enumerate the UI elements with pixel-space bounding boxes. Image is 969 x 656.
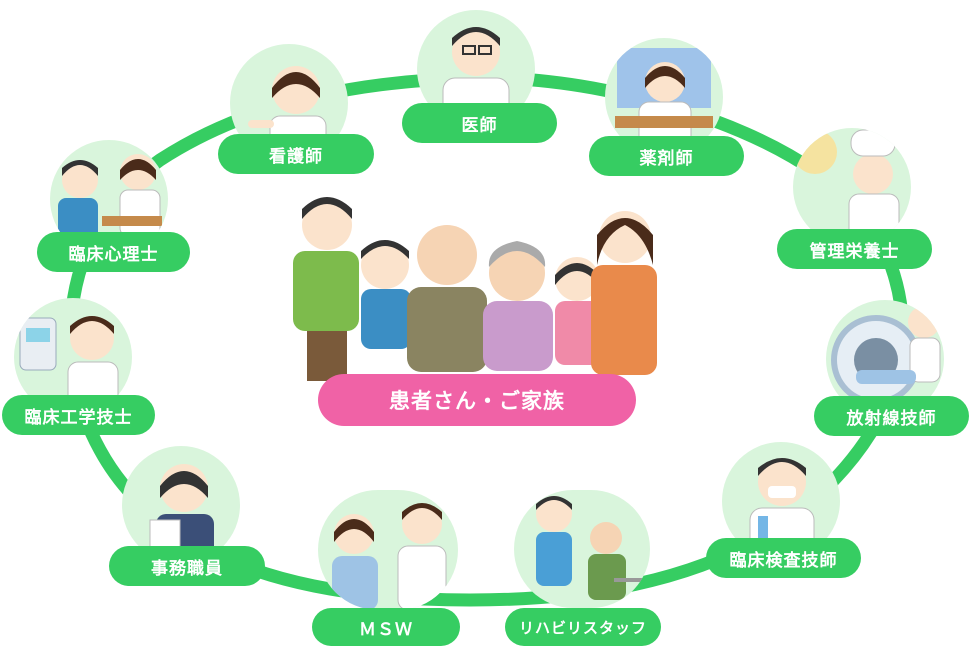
nurse-label: 看護師 <box>218 134 374 174</box>
office-clerk-label: 事務職員 <box>109 546 265 586</box>
radiology-technician-label: 放射線技師 <box>814 396 969 436</box>
msw-label: ＭＳＷ <box>312 608 460 646</box>
social-worker-icon <box>318 490 458 610</box>
lab-technician-label: 臨床検査技師 <box>706 538 861 578</box>
psychologist-label: 臨床心理士 <box>37 232 190 272</box>
patient-family-illustration <box>293 197 657 381</box>
patient-family-label[interactable]: 患者さん・ご家族 <box>318 374 636 426</box>
dietitian-label: 管理栄養士 <box>777 229 932 269</box>
rehab-staff-label: リハビリスタッフ <box>505 608 661 646</box>
pharmacist-label: 薬剤師 <box>589 136 744 176</box>
rehab-staff-icon <box>514 490 650 608</box>
doctor-label: 医師 <box>402 103 557 143</box>
clinical-engineer-label: 臨床工学技士 <box>2 395 155 435</box>
